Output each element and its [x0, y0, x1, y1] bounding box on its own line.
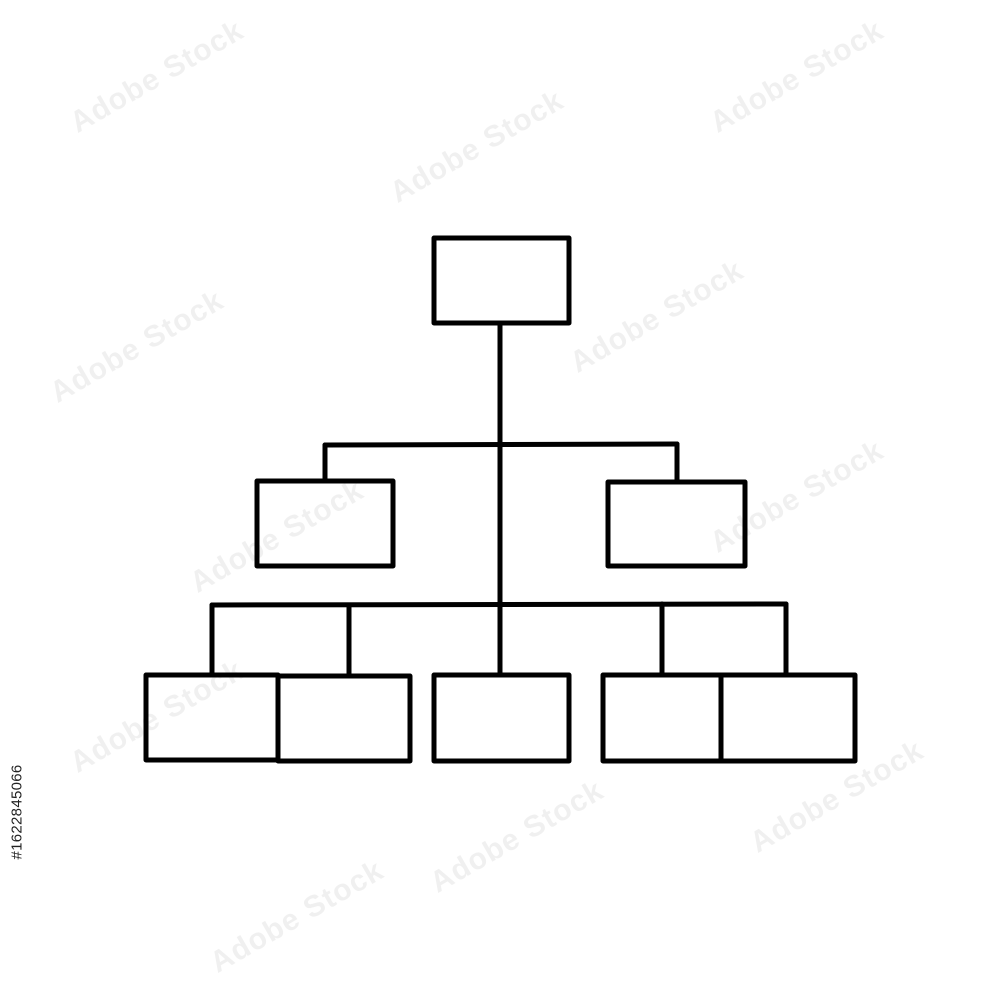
- connector-level1-bar: [322, 441, 680, 448]
- node-box-mid-right: [605, 479, 748, 569]
- stock-id-label: #1622845066: [2, 752, 32, 872]
- node-box-leaf-2: [275, 673, 413, 764]
- stock-id-text: #1622845066: [8, 764, 26, 860]
- node-box-root: [431, 235, 572, 326]
- node-box-leaf-4: [600, 672, 724, 764]
- node-box-leaf-3: [431, 672, 572, 764]
- connector-level2-bar: [209, 601, 789, 608]
- node-box-leaf-1: [143, 672, 281, 763]
- hierarchy-diagram: [143, 235, 858, 764]
- node-box-leaf-5: [718, 672, 858, 764]
- node-box-mid-left: [254, 478, 396, 569]
